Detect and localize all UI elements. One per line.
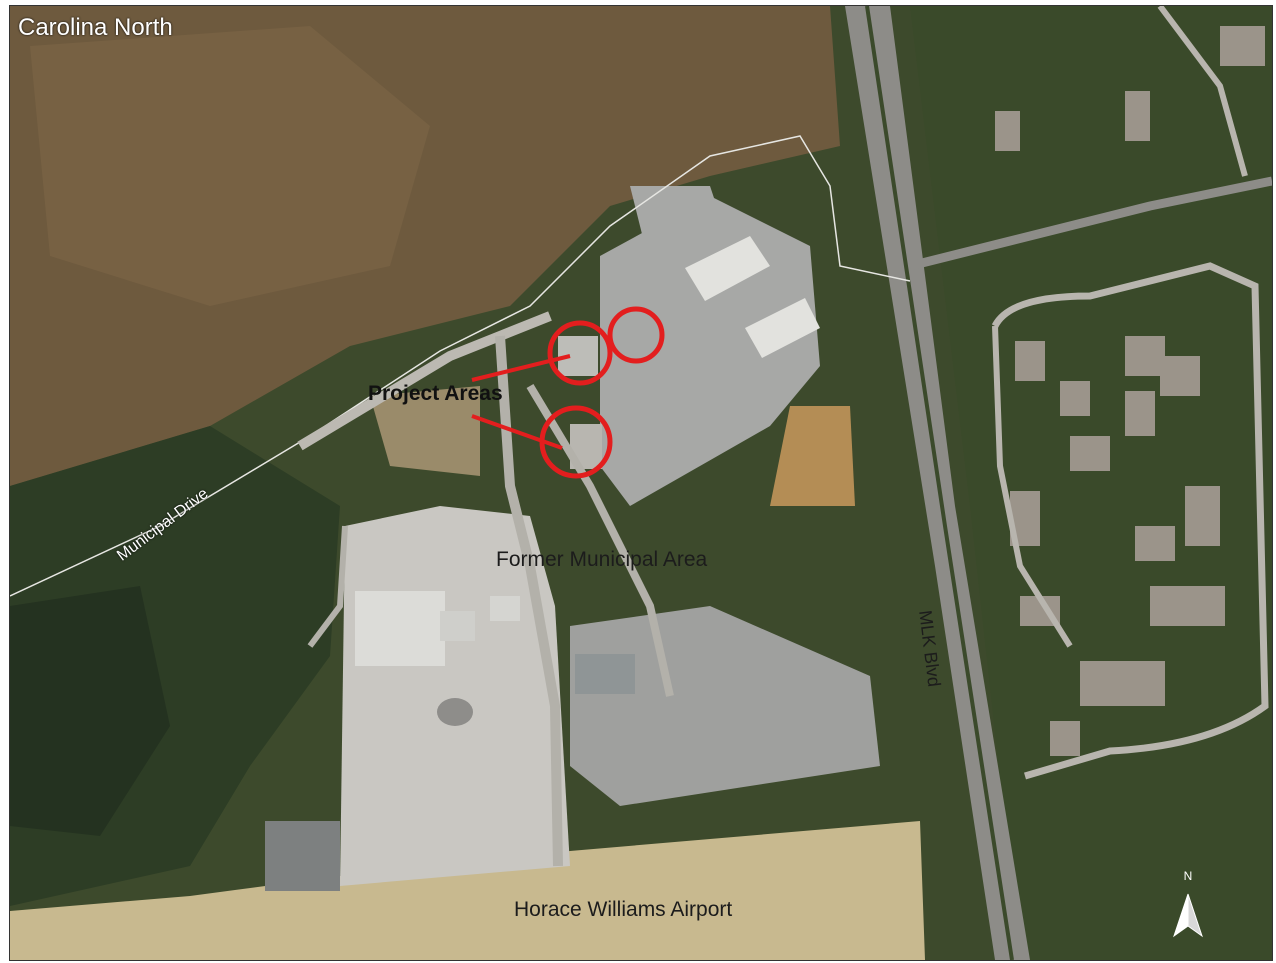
deciduous-patch (30, 26, 430, 306)
aerial-map (10, 6, 1272, 960)
mlk-median (865, 6, 1014, 960)
building-large (355, 591, 445, 666)
project-circle-2 (607, 306, 665, 364)
north-pavement (630, 186, 730, 266)
building-annex (440, 611, 475, 641)
access-road-lot (307, 525, 348, 648)
residential-loop-road (991, 262, 1269, 780)
building-small (490, 596, 520, 621)
leader-line-2 (471, 414, 563, 450)
municipal-drive-line (10, 135, 911, 597)
north-arrow-icon: N (1170, 864, 1206, 944)
label-project-areas: Project Areas (368, 382, 503, 405)
municipal-drive-road (297, 311, 552, 451)
sand-area (770, 406, 855, 506)
evergreen-dark (10, 586, 170, 836)
project-circle-1 (547, 320, 613, 386)
building-east (745, 298, 820, 358)
label-former-municipal-area: Former Municipal Area (496, 548, 708, 571)
residential-inner-road (992, 325, 1073, 648)
municipal-pavement (600, 196, 820, 506)
access-road-west (495, 335, 563, 867)
parking-lot-sw (265, 821, 340, 891)
map-title: Carolina North (18, 14, 173, 41)
leader-line-1 (471, 354, 571, 382)
building-north (685, 236, 770, 301)
cross-road (908, 176, 1272, 271)
airport-field (10, 821, 925, 960)
residential-buildings (995, 26, 1265, 756)
dirt-clearing (370, 386, 480, 476)
helipad (437, 698, 473, 726)
residential-north-road (1157, 6, 1248, 177)
north-label: N (1184, 869, 1193, 883)
access-road-center (526, 383, 674, 697)
label-airport: Horace Williams Airport (514, 898, 733, 921)
building-south (575, 654, 635, 694)
south-pavement (570, 606, 880, 806)
map-frame: Carolina North Project Areas Former Muni… (9, 5, 1273, 961)
